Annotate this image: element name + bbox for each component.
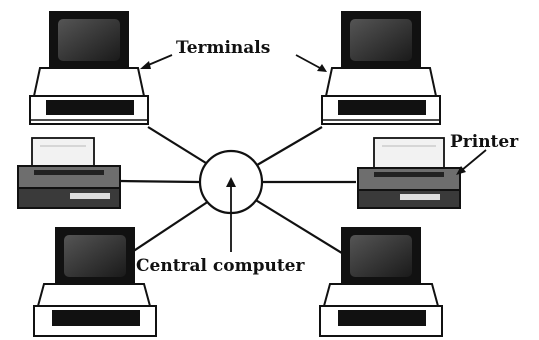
printer-label: Printer xyxy=(450,132,519,152)
printer-right xyxy=(357,137,461,209)
terminal-top-right xyxy=(321,11,441,125)
printer-left xyxy=(17,137,121,209)
central-computer-label: Central computer xyxy=(136,256,305,276)
terminal-bottom-left xyxy=(33,227,157,337)
connection-lines xyxy=(119,126,356,259)
central-computer xyxy=(198,149,264,252)
terminal-bottom-right xyxy=(319,227,443,337)
terminals-label: Terminals xyxy=(176,38,270,58)
label-arrows xyxy=(140,54,487,175)
terminal-top-left xyxy=(29,11,149,125)
